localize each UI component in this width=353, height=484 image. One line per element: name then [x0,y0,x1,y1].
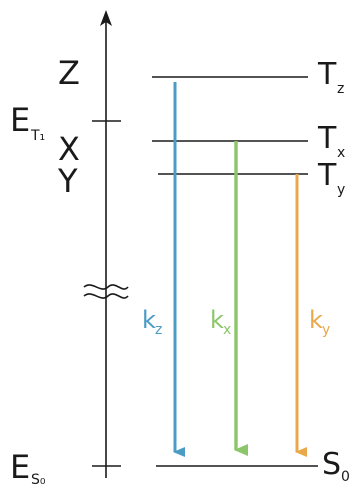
et1-subscript: T₁ [30,128,45,144]
kx-subscript: x [223,322,231,338]
kz-subscript: z [155,322,162,338]
s0-subscript: 0 [341,469,350,484]
tz-subscript: z [337,81,344,97]
ky-label: k [309,306,323,334]
es0-label: E [10,448,30,484]
axis-arrow-head [100,10,112,26]
tx-label: T [317,121,337,156]
kz-label: k [142,306,156,334]
axis-break-symbol [83,284,129,299]
es0-subscript: S₀ [31,472,46,484]
axis-letter-x: X [58,130,80,168]
et1-label: E [10,101,30,139]
ty-label: T [317,158,337,193]
s0-label: S [322,447,341,482]
tz-label: T [317,57,337,92]
tx-subscript: x [337,145,345,161]
kx-label: k [210,306,224,334]
axis-letter-z: Z [58,54,80,92]
ty-subscript: y [337,182,345,198]
ky-subscript: y [322,322,330,338]
axis-letter-y: Y [57,162,78,200]
